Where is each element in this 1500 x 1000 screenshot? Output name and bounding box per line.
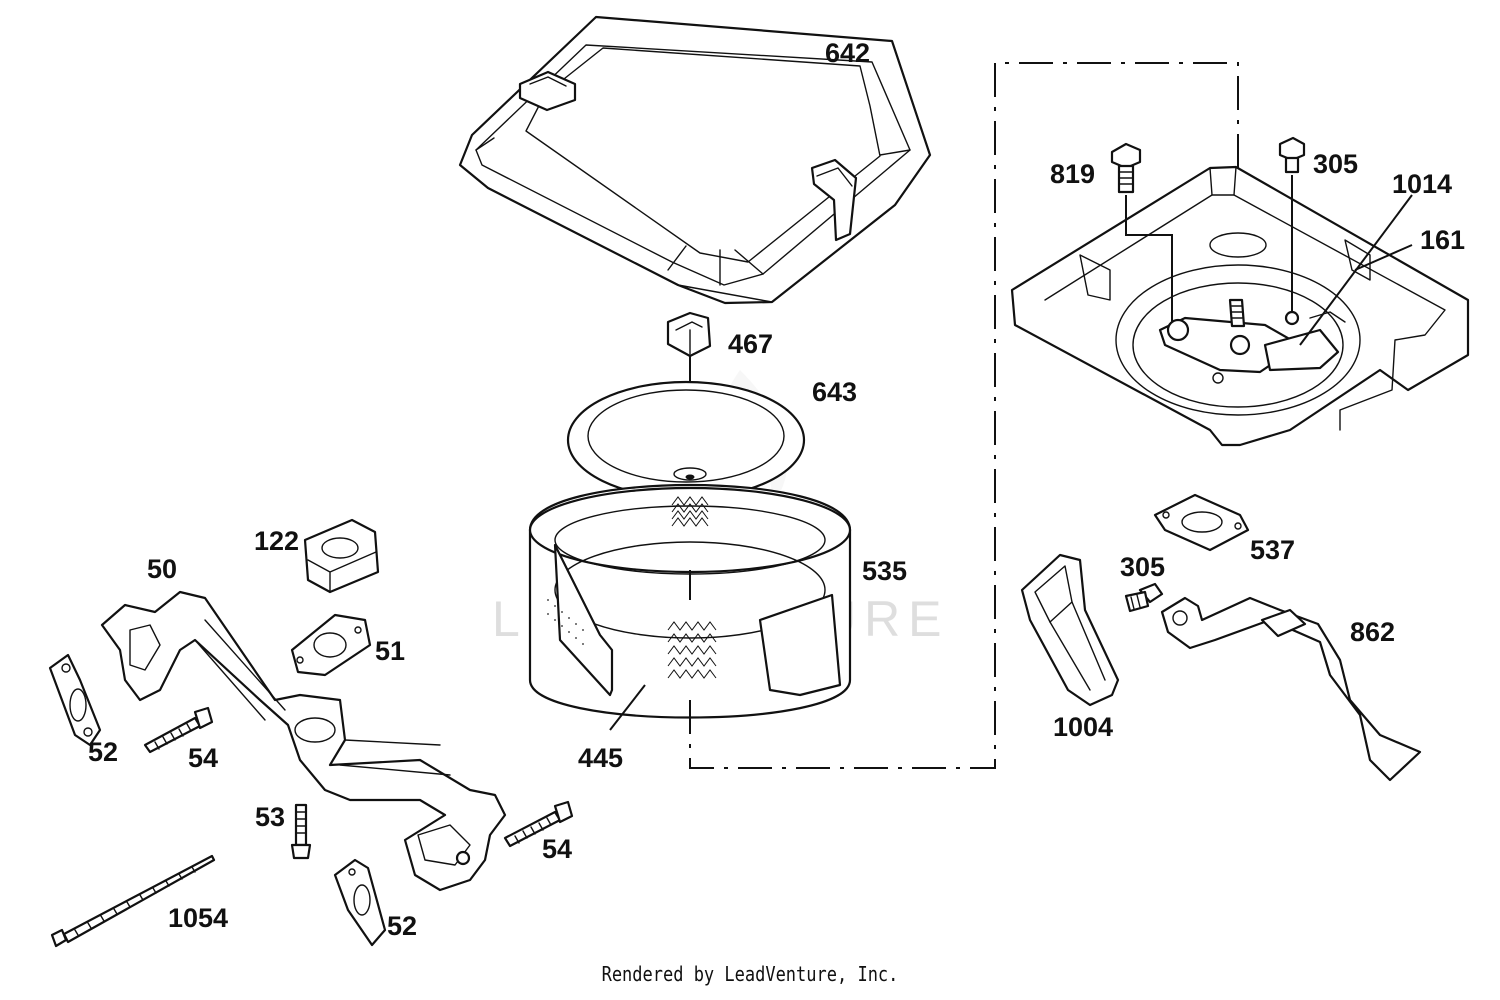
air-duct-1004-part [1020,553,1120,707]
air-filter-element-part [528,484,852,731]
bolt-53-part [290,803,312,860]
label-122: 122 [254,526,299,556]
gasket-52-left-part [48,653,102,747]
label-305-top: 305 [1313,149,1358,179]
label-51: 51 [375,636,405,666]
wing-nut-part [666,311,712,470]
label-1004: 1004 [1053,712,1113,742]
label-54-right: 54 [542,834,572,864]
spacer-122-part [303,518,380,594]
air-cleaner-cover-part [458,15,932,305]
label-445: 445 [578,743,623,773]
label-642: 642 [825,38,870,68]
filter-pleat-mesh [667,496,717,679]
label-52-bottom: 52 [387,911,417,941]
label-161: 161 [1420,225,1465,255]
gasket-51-part [290,613,372,677]
air-cleaner-base-part [1010,165,1470,447]
label-305-mid: 305 [1120,552,1165,582]
stud-54-left-part [143,706,214,754]
cable-tie-1054-part [50,854,216,948]
label-862: 862 [1350,617,1395,647]
bolt-305-top-part [1278,136,1306,312]
bolt-819-part [1110,142,1173,322]
label-54-left: 54 [188,743,218,773]
label-52-left: 52 [88,737,118,767]
part-labels: 642 467 643 535 445 819 305 1014 161 537… [88,38,1465,941]
intake-manifold-50-part [100,590,507,892]
bracket-862-part [1160,596,1422,782]
label-535: 535 [862,556,907,586]
leader-161 [1354,244,1413,271]
footer-credit: Rendered by LeadVenture, Inc. [601,962,899,986]
label-1054: 1054 [168,903,228,933]
label-819: 819 [1050,159,1095,189]
label-643: 643 [812,377,857,407]
label-1014: 1014 [1392,169,1452,199]
stud-54-right-part [503,800,574,848]
precleaner-dots [547,599,584,645]
label-50: 50 [147,554,177,584]
label-53: 53 [255,802,285,832]
bolt-305-mid-part [1124,582,1164,613]
gasket-537-part [1153,493,1250,552]
gasket-52-bottom-part [333,858,387,947]
filter-cover-plate-part [566,380,806,500]
assembly-dashed-line [689,62,1239,769]
label-537: 537 [1250,535,1295,565]
label-467: 467 [728,329,773,359]
